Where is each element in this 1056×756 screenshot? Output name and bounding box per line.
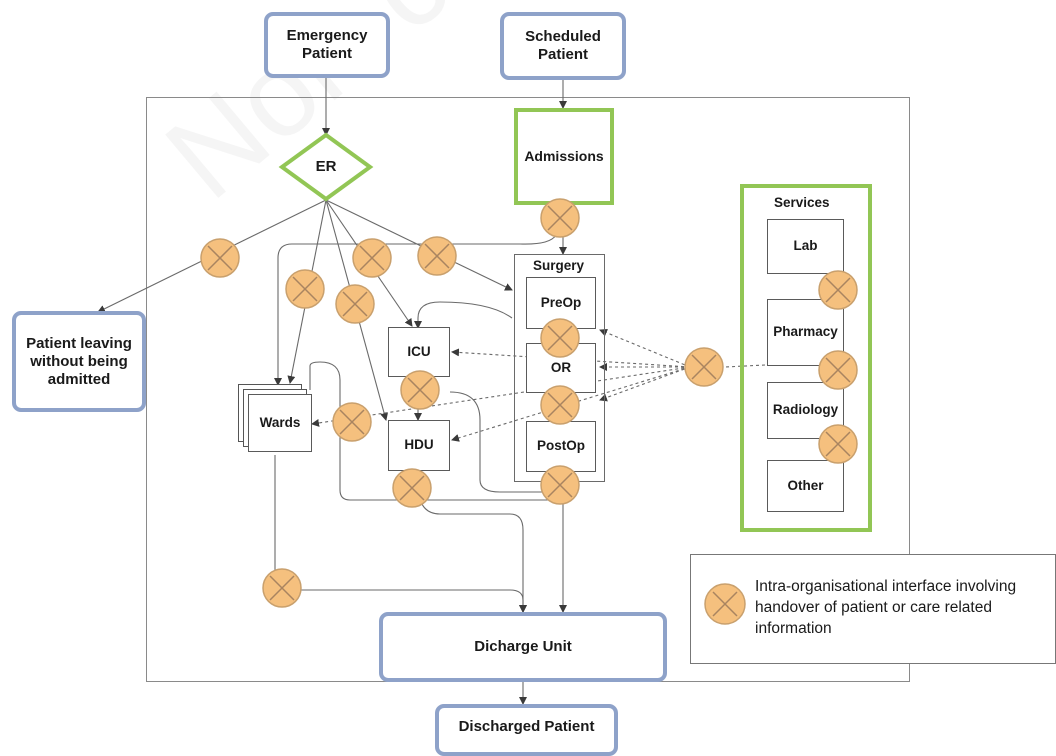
services-label: Services bbox=[774, 195, 830, 210]
handover-interface-icon bbox=[400, 370, 440, 410]
handover-interface-icon bbox=[285, 269, 325, 309]
edge-icu-postop bbox=[449, 391, 545, 493]
dashed-wards bbox=[311, 366, 691, 427]
hdu-node: HDU bbox=[388, 420, 450, 471]
edge-preop-icu bbox=[414, 301, 513, 329]
handover-interface-icon bbox=[352, 238, 392, 278]
handover-interface-icon bbox=[335, 284, 375, 324]
wards-node: Wards bbox=[248, 394, 312, 452]
dashed-preop bbox=[599, 328, 691, 368]
handover-interface-icon bbox=[704, 583, 746, 625]
icu-node: ICU bbox=[388, 327, 450, 377]
handover-interface-icon bbox=[818, 270, 858, 310]
handover-interface-icon bbox=[540, 465, 580, 505]
other-node: Other bbox=[767, 460, 844, 512]
handover-interface-icon bbox=[540, 318, 580, 358]
surgery-label: Surgery bbox=[533, 258, 585, 273]
handover-interface-icon bbox=[818, 424, 858, 464]
er-label: ER bbox=[315, 158, 337, 175]
scheduled-patient-node: Scheduled Patient bbox=[500, 12, 626, 80]
handover-interface-icon bbox=[540, 198, 580, 238]
dashed-postop bbox=[599, 366, 691, 402]
postop-node: PostOp bbox=[526, 421, 596, 472]
handover-interface-icon bbox=[540, 385, 580, 425]
dashed-icu bbox=[451, 348, 691, 368]
handover-interface-icon bbox=[417, 236, 457, 276]
services-group bbox=[740, 184, 872, 532]
handover-interface-icon bbox=[332, 402, 372, 442]
handover-interface-icon bbox=[684, 347, 724, 387]
edge-er-preop bbox=[325, 199, 513, 291]
handover-interface-icon bbox=[818, 350, 858, 390]
legend-text: Intra-organisational interface involving… bbox=[755, 578, 1017, 637]
legend-box: Intra-organisational interface involving… bbox=[690, 554, 1056, 664]
patient-leaving-node: Patient leaving without being admitted bbox=[12, 311, 146, 412]
handover-interface-icon bbox=[200, 238, 240, 278]
emergency-patient-node: Emergency Patient bbox=[264, 12, 390, 78]
edge-wards-discharge-b bbox=[285, 589, 527, 613]
edge-icu-wards bbox=[309, 361, 556, 501]
discharge-unit-node: Dicharge Unit bbox=[379, 612, 667, 682]
er-diamond bbox=[278, 132, 374, 202]
lab-node: Lab bbox=[767, 219, 844, 274]
handover-interface-icon bbox=[392, 468, 432, 508]
radiology-node: Radiology bbox=[767, 382, 844, 439]
dashed-services-link bbox=[724, 364, 766, 368]
edge-admissions-wards bbox=[274, 234, 557, 386]
handover-interface-icon bbox=[262, 568, 302, 608]
